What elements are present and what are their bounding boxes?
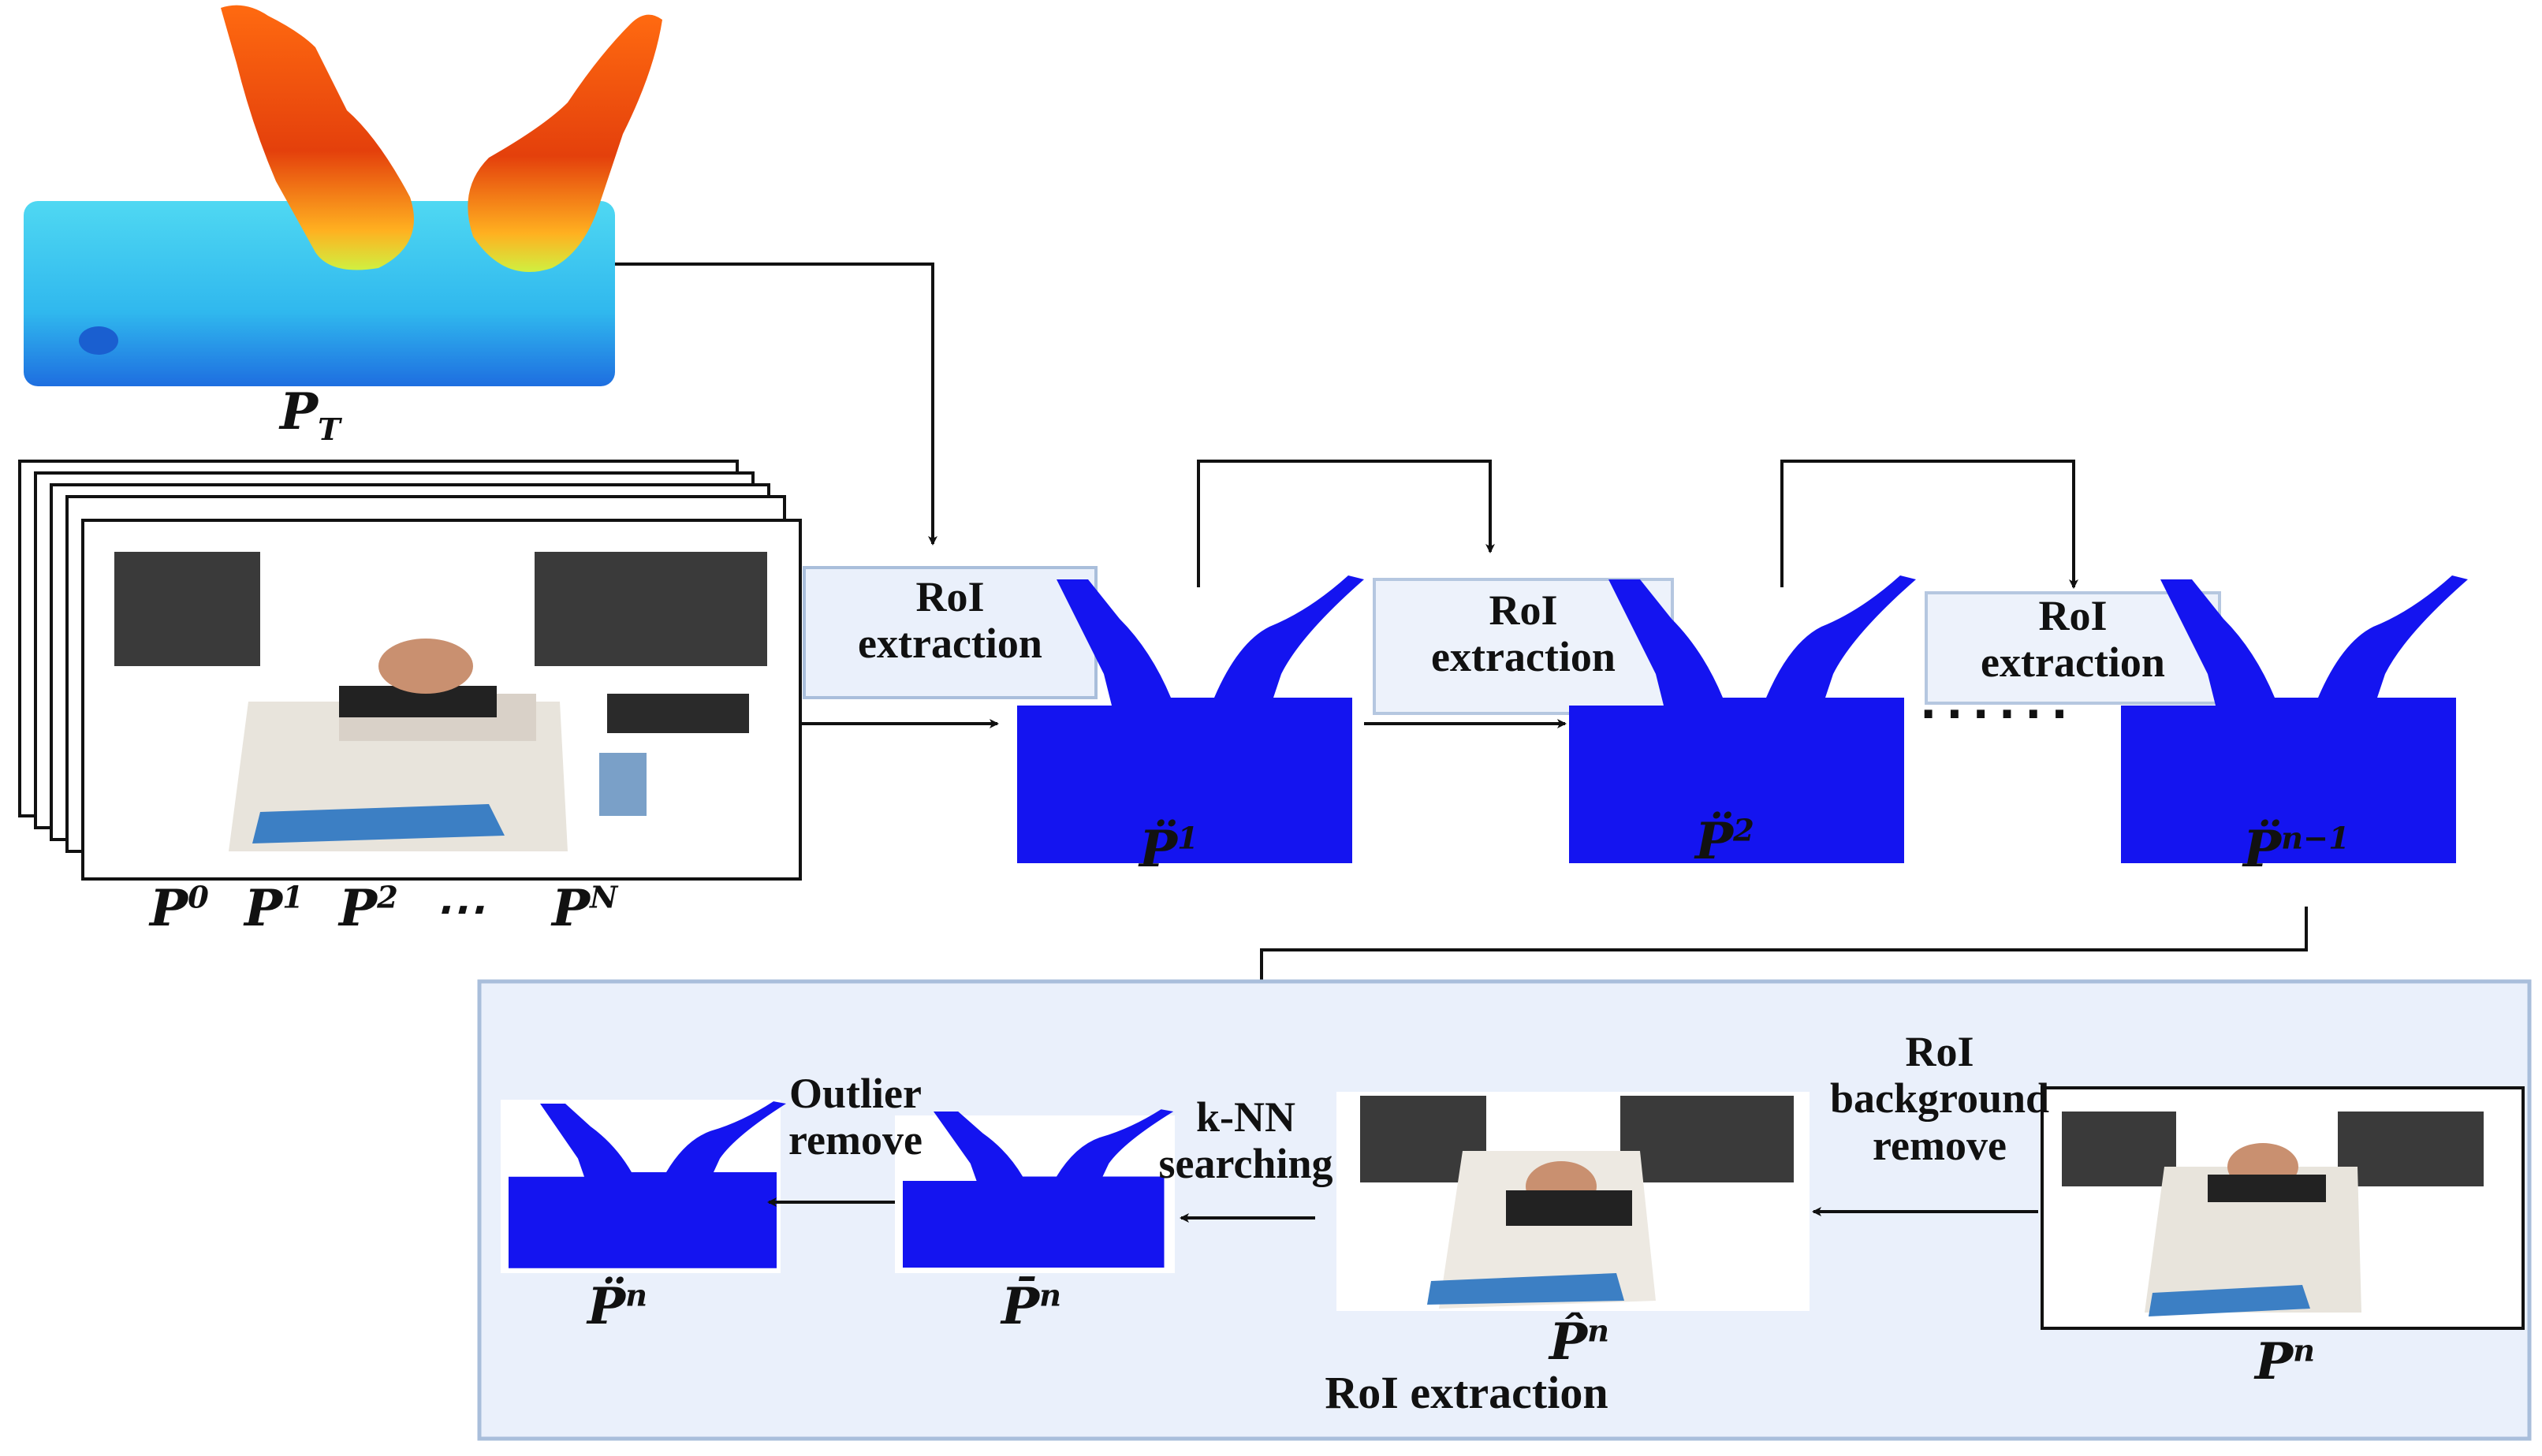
label-pddot-n: P̈n bbox=[587, 1277, 648, 1336]
roi-extraction-caption: RoI extraction bbox=[1325, 1367, 1608, 1418]
label-pbar-n: P̄n bbox=[1001, 1277, 1062, 1336]
frame-scene bbox=[114, 552, 767, 851]
label-p2-frame: P2 bbox=[339, 879, 398, 938]
roi-box-3 bbox=[1925, 591, 2221, 705]
label-pddot-n1: P̈n−1 bbox=[2243, 820, 2350, 879]
roi-box-1 bbox=[803, 566, 1098, 699]
label-pt: PT bbox=[280, 382, 341, 448]
label-ellipsis: ⋯ bbox=[434, 879, 484, 938]
label-pddot-2: P̈2 bbox=[1695, 812, 1754, 871]
frame-pn bbox=[2041, 1086, 2525, 1330]
label-pddot-1: P̈1 bbox=[1139, 820, 1198, 879]
continuation-dots: ...... bbox=[1920, 678, 2078, 729]
label-pn: Pn bbox=[2255, 1332, 2316, 1391]
label-p0: P0 bbox=[150, 879, 209, 938]
label-pN: PN bbox=[552, 879, 618, 938]
pt-depth-cloud bbox=[24, 5, 662, 386]
label-p1-frame: P1 bbox=[244, 879, 304, 938]
label-phat-n: P̂n bbox=[1549, 1313, 1610, 1372]
frame-phat bbox=[1336, 1092, 1810, 1311]
frame-stack bbox=[18, 460, 802, 881]
